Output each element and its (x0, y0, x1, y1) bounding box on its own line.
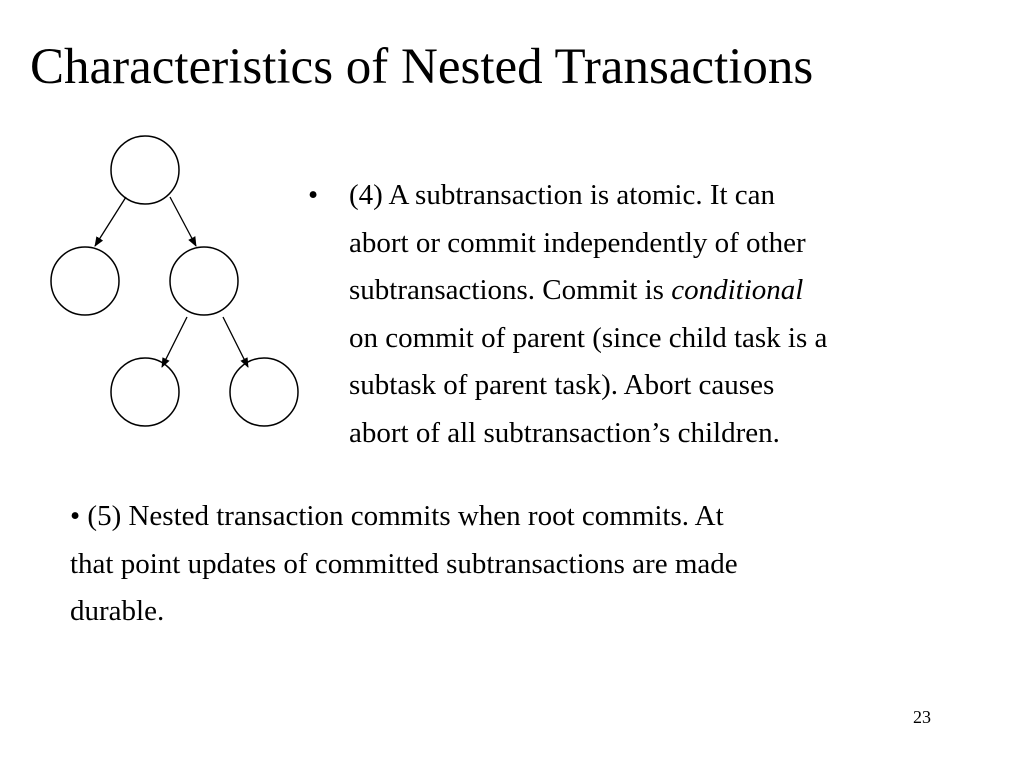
emphasis-conditional: conditional (671, 274, 804, 306)
tree-edge-root-to-left (94, 196, 127, 247)
tree-node-grandchild-right (229, 357, 299, 427)
tree-edge-right-to-grandchild-right (222, 316, 249, 368)
slide-title: Characteristics of Nested Transactions (30, 39, 814, 95)
tree-node-grandchild-left (110, 357, 180, 427)
bullet-mark: • (70, 500, 81, 532)
bullet4-line-6: abort of all subtransaction’s children. (349, 416, 780, 449)
bullet5-line-3: durable. (70, 595, 165, 627)
bullet5-line-1: • (5) Nested transaction commits when ro… (70, 493, 1010, 541)
bullet4-line-3-text: subtransactions. Commit is (349, 274, 672, 306)
bullet5-line-1-text: (5) Nested transaction commits when root… (87, 500, 724, 532)
tree-edge-right-to-grandchild-left (161, 316, 188, 368)
bullet-mark: • (308, 179, 319, 211)
bullet4-line-5: subtask of parent task). Abort causes (349, 369, 775, 401)
bullet4-line-2: abort or commit independently of other (349, 226, 806, 259)
bullet4-line-3: subtransactions. Commit is conditional (349, 267, 1009, 315)
tree-node-root (110, 135, 180, 205)
bullet4-line-4: on commit of parent (since child task is… (349, 321, 828, 354)
tree-edge-root-to-right (169, 196, 197, 247)
bullet5-line-2: that point updates of committed subtrans… (70, 547, 738, 580)
bullet-text-4: (4) A subtransaction is atomic. It can a… (349, 172, 1009, 457)
tree-node-right-child (169, 246, 239, 316)
page-number: 23 (913, 707, 931, 727)
bullet-point-5: • (5) Nested transaction commits when ro… (70, 493, 1010, 636)
bullet4-line-1: (4) A subtransaction is atomic. It can (349, 179, 776, 211)
tree-node-left-child (50, 246, 120, 316)
